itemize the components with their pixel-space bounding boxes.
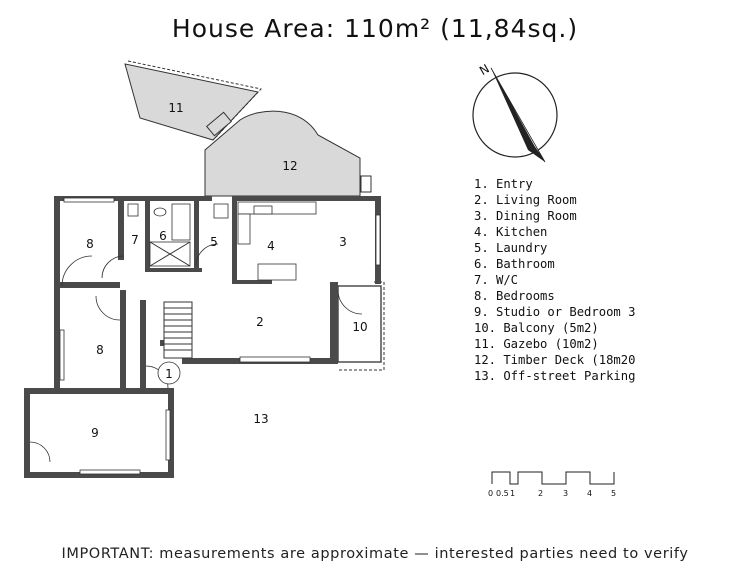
plan-title: House Area: 110m² (11,84sq.): [171, 14, 579, 43]
timber-deck-area: [204, 110, 372, 197]
north-compass: N: [472, 61, 558, 163]
room-label-8b: 8: [96, 343, 104, 357]
legend-item: 6. Bathroom: [474, 257, 555, 271]
room-label-11: 11: [168, 101, 183, 115]
legend-item: 12. Timber Deck (18m20: [474, 353, 636, 367]
room-label-13: 13: [253, 412, 268, 426]
disclaimer-footer: IMPORTANT: measurements are approximate …: [61, 546, 689, 562]
legend-item: 5. Laundry: [474, 241, 548, 255]
scale-tick-05: 0.5: [496, 489, 509, 498]
legend-item: 7. W/C: [474, 273, 519, 287]
legend-item: 8. Bedrooms: [474, 289, 555, 303]
legend-item: 1. Entry: [474, 177, 533, 191]
balcony-area: [337, 285, 382, 363]
interior-details: [29, 197, 381, 475]
room-label-10: 10: [352, 320, 367, 334]
room-label-5: 5: [210, 235, 218, 249]
scale-bar: 0 0.5 1 2 3 4 5: [488, 471, 616, 498]
north-label: N: [477, 61, 492, 78]
room-label-12: 12: [282, 159, 297, 173]
room-label-1: 1: [165, 367, 173, 381]
scale-tick-5: 5: [611, 489, 616, 498]
legend-item: 10. Balcony (5m2): [474, 321, 599, 335]
walls: [24, 196, 381, 478]
room-label-2: 2: [256, 315, 264, 329]
legend-item: 13. Off-street Parking: [474, 369, 636, 383]
room-label-9: 9: [91, 426, 99, 440]
room-legend: 1. Entry 2. Living Room 3. Dining Room 4…: [474, 176, 635, 384]
legend-item: 2. Living Room: [474, 193, 577, 207]
gazebo-area: [124, 60, 262, 141]
scale-tick-1: 1: [510, 489, 515, 498]
scale-tick-4: 4: [587, 489, 592, 498]
room-label-3: 3: [339, 235, 347, 249]
scale-tick-0: 0: [488, 489, 493, 498]
scale-tick-2: 2: [538, 489, 543, 498]
room-label-8a: 8: [86, 237, 94, 251]
legend-item: 11. Gazebo (10m2): [474, 337, 599, 351]
legend-item: 4. Kitchen: [474, 225, 548, 239]
room-label-7: 7: [131, 233, 139, 247]
room-labels: 1 2 3 4 5 6 7 8 8 9 10 11 12 13: [86, 101, 367, 440]
room-label-6: 6: [159, 229, 167, 243]
legend-item: 9. Studio or Bedroom 3: [474, 305, 636, 319]
legend-item: 3. Dining Room: [474, 209, 577, 223]
scale-tick-3: 3: [563, 489, 568, 498]
room-label-4: 4: [267, 239, 275, 253]
